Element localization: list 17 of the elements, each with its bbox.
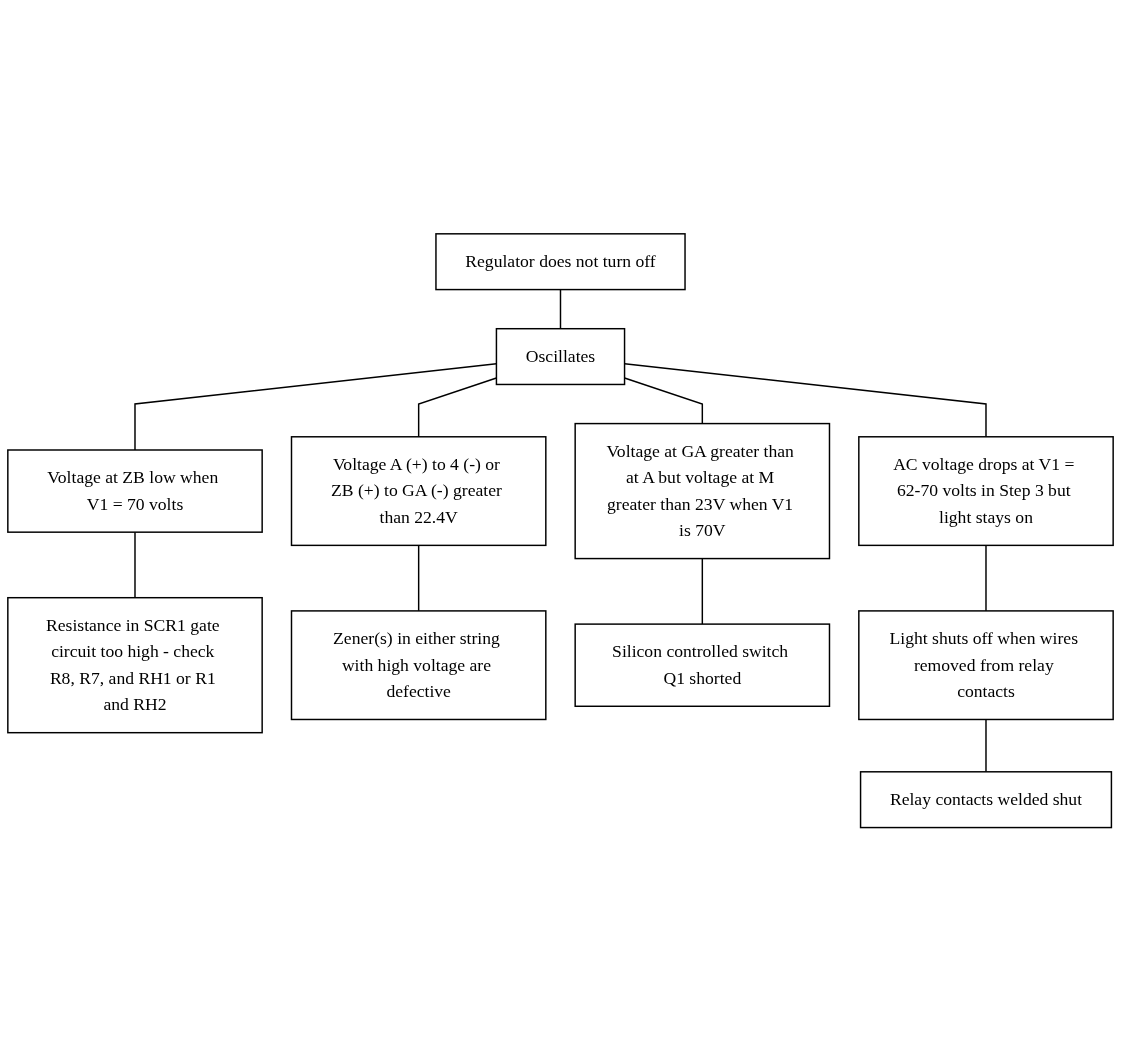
node-box: Voltage A (+) to 4 (-) or ZB (+) to GA (-) greater than 22.4V [290, 435, 547, 546]
node-box: Resistance in SCR1 gate circuit too high - check R8, R7, and RH1 or R1 and RH2 [7, 596, 263, 734]
node-box: AC voltage drops at V1 = 62-70 volts in Step 3 but light stays on [858, 435, 1114, 546]
node-box: Silicon controlled switch Q1 shorted [574, 623, 831, 707]
connector [701, 557, 704, 625]
node-box: Voltage at GA greater than at A but voltage at M greater than 23V when V1 is 70V [574, 422, 831, 560]
node-box: Relay contacts welded shut [859, 770, 1113, 829]
connector [559, 288, 562, 330]
node-box: Zener(s) in either string with high voltage are defective [290, 609, 547, 720]
connector [417, 544, 420, 612]
connector [985, 718, 987, 773]
connector [134, 531, 136, 599]
node-box: Oscillates [495, 327, 626, 385]
node-box: Voltage at ZB low when V1 = 70 volts [7, 449, 263, 533]
node-box: Light shuts off when wires removed from relay contacts [858, 609, 1114, 720]
connector [985, 544, 987, 612]
node-box: Regulator does not turn off [435, 232, 686, 291]
